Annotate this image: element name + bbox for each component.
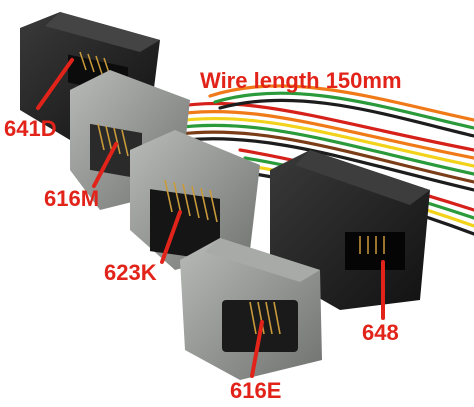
connector-623k bbox=[130, 130, 260, 270]
label-616m: 616M bbox=[44, 186, 100, 211]
pointer-lines bbox=[36, 58, 385, 378]
label-623k: 623K bbox=[104, 260, 157, 285]
label-641d: 641D bbox=[4, 116, 57, 141]
pointer-616e bbox=[250, 320, 264, 378]
label-616e: 616E bbox=[230, 378, 282, 403]
pointer-616m bbox=[92, 142, 118, 188]
pointer-641d bbox=[36, 58, 74, 110]
wire-length-caption: Wire length 150mm bbox=[200, 68, 402, 93]
label-648: 648 bbox=[362, 320, 399, 345]
wire-bundle bbox=[158, 84, 474, 236]
pointer-623k bbox=[160, 210, 182, 264]
